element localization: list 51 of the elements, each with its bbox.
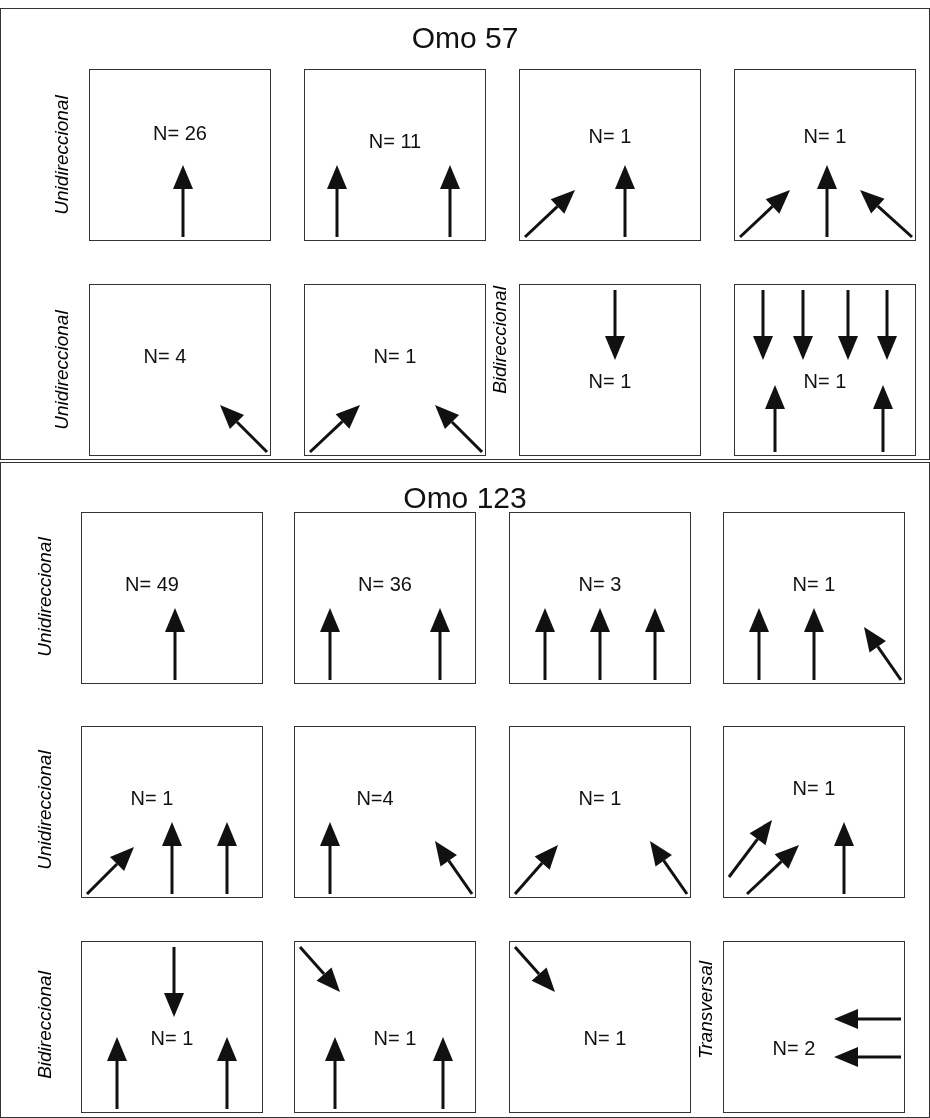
count-label: N=4 <box>356 787 394 810</box>
sample-box <box>509 726 691 898</box>
sample-box <box>734 284 916 456</box>
panel <box>0 8 930 460</box>
count-label: N= 1 <box>803 370 847 393</box>
count-label: N= 1 <box>792 573 836 596</box>
sample-box <box>304 284 486 456</box>
row-label: Unidireccional <box>51 95 73 215</box>
sample-box <box>294 941 476 1113</box>
sample-box <box>723 941 905 1113</box>
sample-box <box>509 941 691 1113</box>
count-label: N= 11 <box>368 130 422 153</box>
count-label: N= 1 <box>588 125 632 148</box>
count-label: N= 1 <box>588 370 632 393</box>
sample-box <box>81 726 263 898</box>
count-label: N= 1 <box>373 1027 417 1050</box>
count-label: N= 1 <box>150 1027 194 1050</box>
sample-box <box>723 726 905 898</box>
count-label: N= 1 <box>578 787 622 810</box>
row-label: Bidireccional <box>489 286 511 394</box>
sample-box <box>519 69 701 241</box>
sample-box <box>81 941 263 1113</box>
sample-box <box>734 69 916 241</box>
panel-title: Omo 123 <box>402 481 528 515</box>
sample-box <box>294 512 476 684</box>
sample-box <box>304 69 486 241</box>
count-label: N= 4 <box>143 345 187 368</box>
count-label: N= 1 <box>373 345 417 368</box>
row-label: Transversal <box>695 961 717 1059</box>
panel <box>0 462 930 1118</box>
count-label: N= 3 <box>578 573 622 596</box>
row-label: Unidireccional <box>34 537 56 657</box>
row-label: Unidireccional <box>34 750 56 870</box>
count-label: N= 26 <box>153 122 207 145</box>
sample-box <box>89 69 271 241</box>
row-label: Unidireccional <box>51 310 73 430</box>
sample-box <box>723 512 905 684</box>
sample-box <box>89 284 271 456</box>
count-label: N= 36 <box>358 573 412 596</box>
sample-box <box>519 284 701 456</box>
sample-box <box>509 512 691 684</box>
sample-box <box>294 726 476 898</box>
count-label: N= 1 <box>130 787 174 810</box>
panel-title: Omo 57 <box>410 21 520 55</box>
count-label: N= 1 <box>792 777 836 800</box>
count-label: N= 1 <box>583 1027 627 1050</box>
count-label: N= 2 <box>772 1037 816 1060</box>
sample-box <box>81 512 263 684</box>
row-label: Bidireccional <box>34 971 56 1079</box>
count-label: N= 1 <box>803 125 847 148</box>
count-label: N= 49 <box>125 573 179 596</box>
